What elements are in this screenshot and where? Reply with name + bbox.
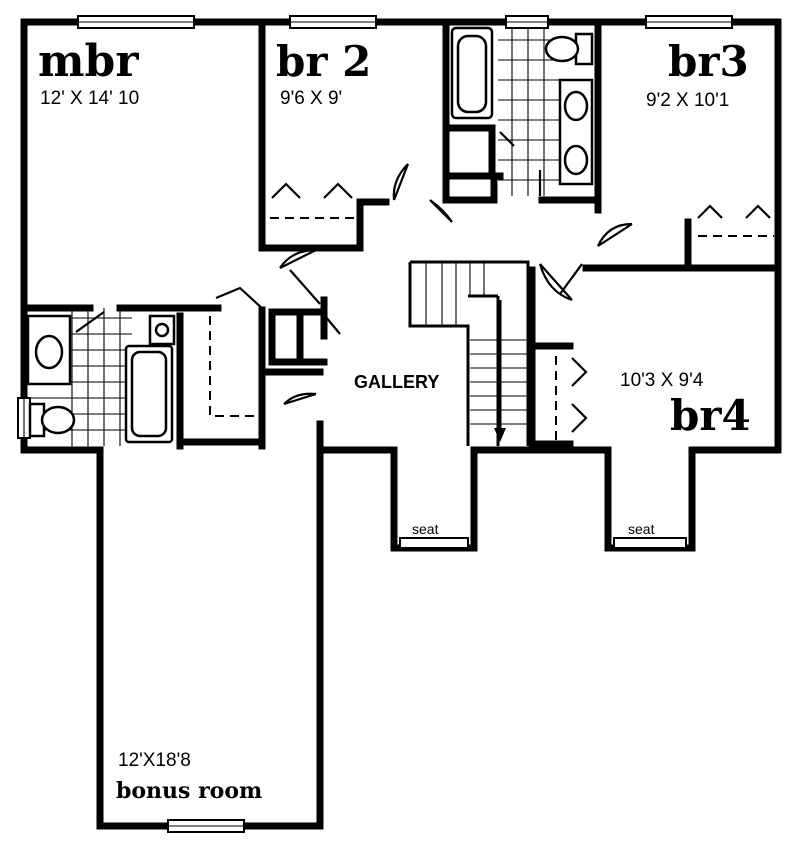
door-br3	[596, 222, 633, 247]
walls	[20, 18, 782, 830]
seat-label-left: seat	[412, 521, 439, 537]
sink-icon	[563, 144, 589, 176]
door-br2-hall	[429, 199, 453, 223]
seat-bench-right	[613, 537, 687, 549]
room-size-br4: 10'3 X 9'4	[620, 370, 704, 391]
gallery-label: GALLERY	[354, 372, 439, 392]
door-mbr	[279, 248, 317, 269]
room-size-mbr: 12' X 14' 10	[40, 88, 139, 109]
room-size-br2: 9'6 X 9'	[280, 88, 342, 109]
door-br2	[392, 163, 410, 201]
closets	[209, 182, 774, 442]
room-size-bonus: 12'X18'8	[118, 750, 191, 771]
staircase	[408, 260, 530, 446]
room-name-br4: br4	[670, 391, 751, 440]
master-sink-icon	[34, 334, 64, 370]
seat-label-right: seat	[628, 521, 655, 537]
bathroom-fixtures	[26, 26, 594, 444]
door-stair-top	[319, 309, 341, 335]
room-name-br3: br3	[668, 37, 749, 86]
seat-bench-left	[399, 537, 469, 549]
sink-icon	[563, 90, 589, 122]
door-br4	[538, 263, 573, 302]
door-br4-b	[559, 263, 583, 295]
room-name-mbr: mbr	[38, 36, 139, 87]
doors	[75, 131, 633, 406]
door-bath	[499, 131, 515, 147]
room-name-br2: br 2	[276, 37, 371, 86]
door-master-bath	[215, 286, 265, 311]
windows	[17, 15, 733, 833]
door-hall-closet	[283, 392, 317, 406]
room-size-br3: 9'2 X 10'1	[646, 90, 729, 111]
stair-arrow-icon	[494, 428, 506, 442]
room-name-bonus: bonus room	[116, 778, 262, 804]
door-closet	[75, 311, 105, 333]
door-mbr-hall	[289, 269, 321, 305]
